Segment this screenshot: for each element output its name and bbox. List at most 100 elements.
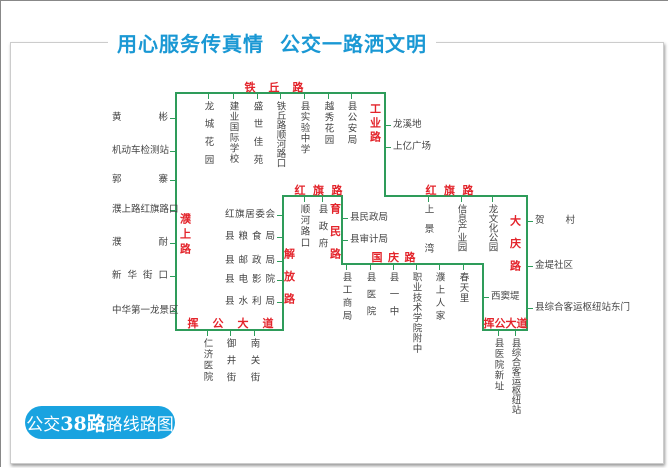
- route-line: [384, 92, 386, 197]
- route-line: [175, 92, 386, 94]
- stop-label: 顺河路口: [298, 204, 310, 249]
- road-label-pushang: 濮上路: [178, 212, 192, 258]
- stop-tick: [438, 264, 440, 270]
- stop-label: 濮 耐: [112, 237, 168, 248]
- stop-label: 红旗居委会: [225, 209, 275, 220]
- stop-label: 金堤社区: [535, 260, 574, 271]
- stop-label: 职业技术学院附中: [410, 272, 422, 354]
- stop-label: 铁丘路顺河路口: [274, 101, 286, 168]
- stop-label: 上亿广场: [393, 141, 432, 152]
- stop-label: 县工商局: [340, 272, 352, 324]
- road-label-huigong_east: 挥公大道: [483, 316, 528, 330]
- stop-label: 上景湾: [422, 204, 434, 263]
- road-label-tieqiu: 铁丘路: [244, 80, 317, 94]
- stop-tick: [527, 266, 533, 267]
- stop-tick: [277, 261, 283, 262]
- page-title: 用心服务传真情 公交一路洒文明: [108, 28, 436, 57]
- stop-label: 县公安局: [345, 101, 357, 146]
- stop-label: 县医院: [364, 272, 376, 323]
- route-line: [282, 195, 343, 197]
- road-label-guoqing: 国庆路: [371, 250, 421, 264]
- stop-tick: [321, 196, 323, 202]
- route-line: [384, 195, 528, 197]
- badge-prefix: 公交: [26, 415, 61, 435]
- stop-tick: [342, 240, 348, 241]
- stop-label: 濮上路红旗路口: [112, 204, 179, 215]
- stop-label: 县水利局: [225, 296, 275, 307]
- stop-tick: [277, 302, 283, 303]
- road-label-hongqi_east: 红旗路: [425, 183, 481, 197]
- stop-label: 县审计局: [350, 234, 389, 245]
- stop-tick: [170, 243, 176, 244]
- stop-label: 越秀花园: [322, 101, 334, 146]
- stop-label: 信息产业园: [455, 204, 467, 252]
- stop-tick: [483, 297, 489, 298]
- stop-label: 黄 彬: [112, 112, 168, 123]
- road-label-huigong_west: 挥公大道: [187, 316, 288, 330]
- stop-label: 县实验中学: [298, 101, 310, 155]
- stop-label: 县民政局: [350, 212, 389, 223]
- stop-label: 中华第一龙景区: [112, 305, 179, 316]
- stop-tick: [514, 330, 516, 336]
- stop-tick: [170, 180, 176, 181]
- stop-label: 县邮政局: [225, 255, 275, 266]
- road-label-daqing: 大庆路: [508, 214, 522, 283]
- stop-label: 县政府: [316, 204, 328, 255]
- stop-tick: [327, 93, 329, 99]
- stop-tick: [253, 330, 255, 336]
- badge-suffix: 路线路图: [105, 415, 174, 435]
- stop-tick: [369, 264, 371, 270]
- stop-tick: [303, 93, 305, 99]
- stop-tick: [462, 264, 464, 270]
- route-line: [482, 329, 528, 331]
- stop-tick: [170, 151, 176, 152]
- stop-tick: [170, 311, 176, 312]
- stop-label: 御井街: [224, 338, 236, 389]
- stop-tick: [170, 210, 176, 211]
- stop-tick: [170, 118, 176, 119]
- stop-tick: [385, 147, 391, 148]
- stop-tick: [303, 196, 305, 202]
- stop-label: 县粮食局: [225, 231, 275, 242]
- badge-number: 38路: [60, 413, 106, 435]
- stop-tick: [232, 93, 234, 99]
- stop-label: 仁济医院: [201, 338, 213, 383]
- stop-tick: [497, 330, 499, 336]
- stop-tick: [415, 264, 417, 270]
- stop-tick: [277, 237, 283, 238]
- stop-tick: [527, 221, 533, 222]
- map-card: [10, 42, 664, 464]
- route-line: [341, 195, 343, 265]
- route-line: [526, 195, 528, 331]
- stop-label: 龙文化公园: [486, 204, 498, 252]
- road-label-gongye: 工业路: [368, 102, 382, 145]
- stop-tick: [392, 264, 394, 270]
- stop-label: 县电影院: [225, 274, 275, 285]
- stop-label: 县综合客运枢纽站东门: [535, 302, 631, 313]
- stop-tick: [527, 308, 533, 309]
- stop-tick: [342, 218, 348, 219]
- stop-label: 春天里: [457, 272, 469, 304]
- stop-label: 贺 村: [535, 215, 575, 226]
- route-line: [175, 92, 177, 331]
- stop-label: 龙城花园: [202, 101, 214, 173]
- stop-tick: [460, 196, 462, 202]
- stop-label: 郭 寨: [112, 174, 168, 185]
- stop-tick: [207, 93, 209, 99]
- stop-label: 龙溪地: [393, 119, 422, 130]
- stop-tick: [277, 215, 283, 216]
- route-line: [341, 263, 484, 265]
- road-label-jiefang: 解放路: [282, 247, 296, 316]
- stop-label: 西窦堤: [491, 291, 520, 302]
- stop-tick: [427, 196, 429, 202]
- stop-label: 盛世佳苑: [251, 101, 263, 173]
- stop-label: 南关街: [248, 338, 260, 389]
- stop-tick: [279, 93, 281, 99]
- stop-tick: [385, 125, 391, 126]
- stop-tick: [277, 280, 283, 281]
- stop-tick: [256, 93, 258, 99]
- stop-label: 县综合客运枢纽站: [509, 338, 521, 414]
- stop-label: 县一中: [387, 272, 399, 323]
